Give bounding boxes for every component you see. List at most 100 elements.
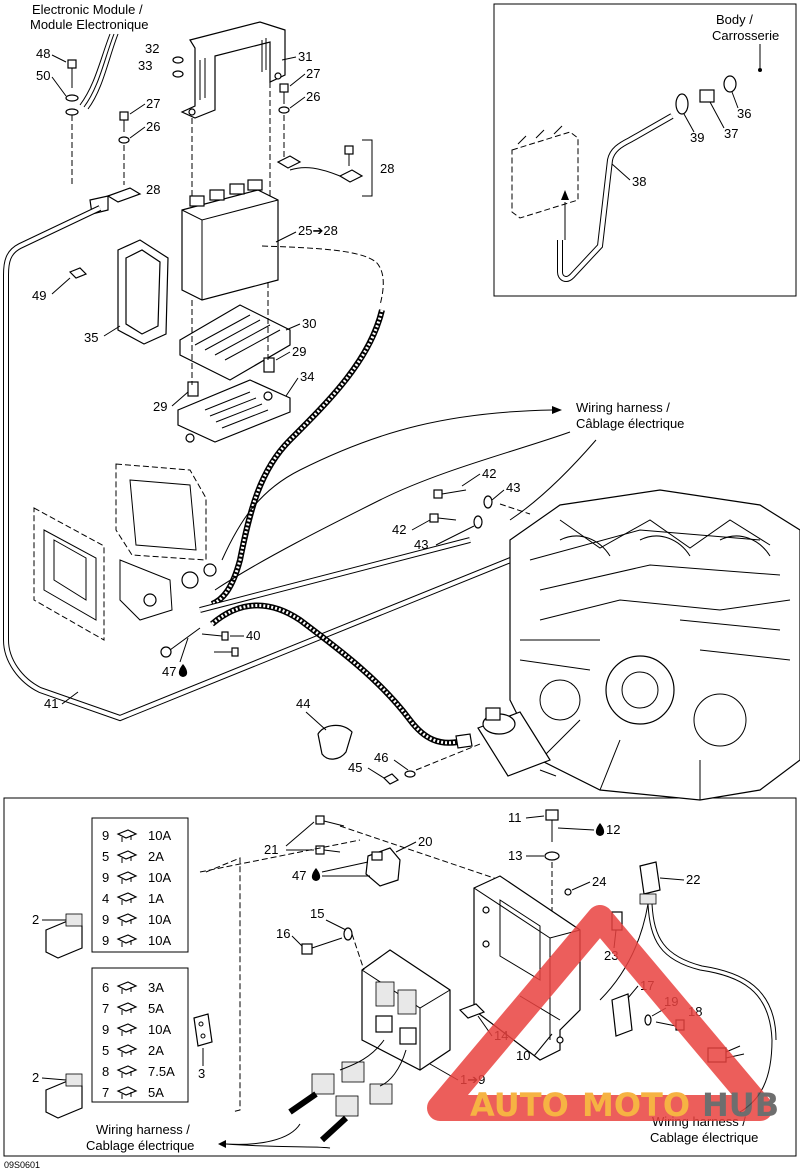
fuse-table-1-rows: 9 10A 5 2A 9 10A 4 1A 9 10A 9 10A — [102, 828, 171, 948]
fuse-icons-2 — [116, 981, 138, 1099]
callout-39: 39 — [690, 130, 704, 145]
svg-text:7: 7 — [102, 1001, 109, 1016]
watermark-hub: HUB — [702, 1086, 779, 1124]
screw-27-left — [119, 111, 129, 132]
callout-13: 13 — [508, 848, 522, 863]
bracket-31 — [180, 21, 286, 119]
svg-text:Wiring harness /: Wiring harness / — [576, 400, 670, 415]
washer-50 — [65, 94, 79, 102]
module-lead-1 — [79, 33, 111, 106]
clamp-39 — [675, 93, 689, 115]
svg-text:Electronic Module /: Electronic Module / — [32, 2, 143, 17]
callout-46: 46 — [374, 750, 388, 765]
svg-text:5A: 5A — [148, 1085, 164, 1100]
svg-text:Cablage électrique: Cablage électrique — [650, 1130, 758, 1145]
drop-icon-47-bottom — [311, 868, 321, 881]
svg-text:Wiring harness /: Wiring harness / — [96, 1122, 190, 1137]
battery-plate-34 — [177, 379, 291, 443]
terminal-28 — [89, 187, 142, 215]
washer-26-right — [278, 106, 290, 114]
svg-text:2A: 2A — [148, 849, 164, 864]
screw-21-b — [315, 845, 341, 855]
callout-2-top: 2 — [32, 912, 39, 927]
washer-13 — [544, 851, 560, 861]
callout-43-lower: 43 — [414, 537, 428, 552]
callout-41: 41 — [44, 696, 58, 711]
nut-45 — [382, 773, 400, 785]
svg-text:9: 9 — [102, 933, 109, 948]
callout-26-left: 26 — [146, 119, 160, 134]
harness-line-1 — [221, 409, 553, 561]
callout-31: 31 — [298, 49, 312, 64]
sensor-17 — [611, 993, 633, 1037]
body-label: Body / Carrosserie — [712, 12, 779, 43]
washer-46 — [404, 770, 416, 778]
callout-29-right: 29 — [292, 344, 306, 359]
module-lead-3 — [87, 33, 119, 110]
wiring-harness-bottom-left-label: Wiring harness / Cablage électrique — [86, 1122, 194, 1153]
grommet-36 — [723, 75, 737, 93]
watermark: AUTO MOTO HUB — [427, 905, 779, 1124]
callout-27-left: 27 — [146, 96, 160, 111]
svg-text:3A: 3A — [148, 980, 164, 995]
svg-text:Câblage électrique: Câblage électrique — [576, 416, 684, 431]
callout-45: 45 — [348, 760, 362, 775]
svg-text:9: 9 — [102, 912, 109, 927]
callout-27-right: 27 — [306, 66, 320, 81]
svg-text:6: 6 — [102, 980, 109, 995]
watermark-auto: AUTO — [470, 1086, 569, 1124]
svg-text:10A: 10A — [148, 933, 171, 948]
svg-text:10A: 10A — [148, 912, 171, 927]
callout-28-left: 28 — [146, 182, 160, 197]
sensor-wire — [647, 903, 773, 1113]
callout-26-right: 26 — [306, 89, 320, 104]
fuse-module — [361, 949, 451, 1071]
fuse-table-2-rows: 6 3A 7 5A 9 10A 5 2A 8 7.5A 7 5A — [102, 980, 175, 1100]
ground-cable — [210, 602, 459, 746]
callout-20: 20 — [418, 834, 432, 849]
vent-tube-38 — [557, 113, 674, 282]
clip-14 — [458, 1003, 486, 1019]
lower-section-frame — [3, 797, 797, 1157]
svg-text:Body /: Body / — [716, 12, 753, 27]
screw-16 — [301, 937, 343, 955]
screw-27-right — [279, 83, 289, 104]
nut-28-mount — [276, 155, 302, 169]
screw-48 — [67, 59, 77, 88]
nut-49 — [68, 267, 88, 279]
solenoid-panel — [33, 463, 217, 641]
engine — [509, 489, 800, 801]
svg-text:Module Electronique: Module Electronique — [30, 17, 149, 32]
callout-25-28: 25➔28 — [298, 223, 338, 238]
cable-41-outer — [2, 205, 562, 722]
svg-text:7.5A: 7.5A — [148, 1064, 175, 1079]
svg-text:2A: 2A — [148, 1043, 164, 1058]
callout-24: 24 — [592, 874, 606, 889]
callout-36: 36 — [737, 106, 751, 121]
harness-connectors — [288, 1039, 407, 1143]
battery-tray-30 — [179, 304, 291, 381]
screw-21-a — [315, 815, 345, 827]
callout-37: 37 — [724, 126, 738, 141]
callout-15: 15 — [310, 906, 324, 921]
callout-35: 35 — [84, 330, 98, 345]
washer-50b — [65, 108, 79, 116]
svg-text:1A: 1A — [148, 891, 164, 906]
callout-42-upper: 42 — [482, 466, 496, 481]
callout-30: 30 — [302, 316, 316, 331]
fuse-puller-2-bottom — [45, 1073, 83, 1119]
callout-32: 32 — [145, 41, 159, 56]
module-lead-2 — [83, 33, 115, 108]
svg-text:4: 4 — [102, 891, 109, 906]
washer-33 — [172, 70, 184, 78]
relay-20 — [365, 847, 401, 887]
svg-text:9: 9 — [102, 1022, 109, 1037]
watermark-triangle-icon — [427, 905, 773, 1121]
spacer-29-right — [263, 357, 275, 373]
callout-50: 50 — [36, 68, 50, 83]
watermark-moto: MOTO — [582, 1086, 690, 1124]
drop-icon-12 — [595, 823, 605, 836]
fuse-puller-2-top — [45, 913, 83, 959]
washer-19 — [644, 1014, 652, 1026]
